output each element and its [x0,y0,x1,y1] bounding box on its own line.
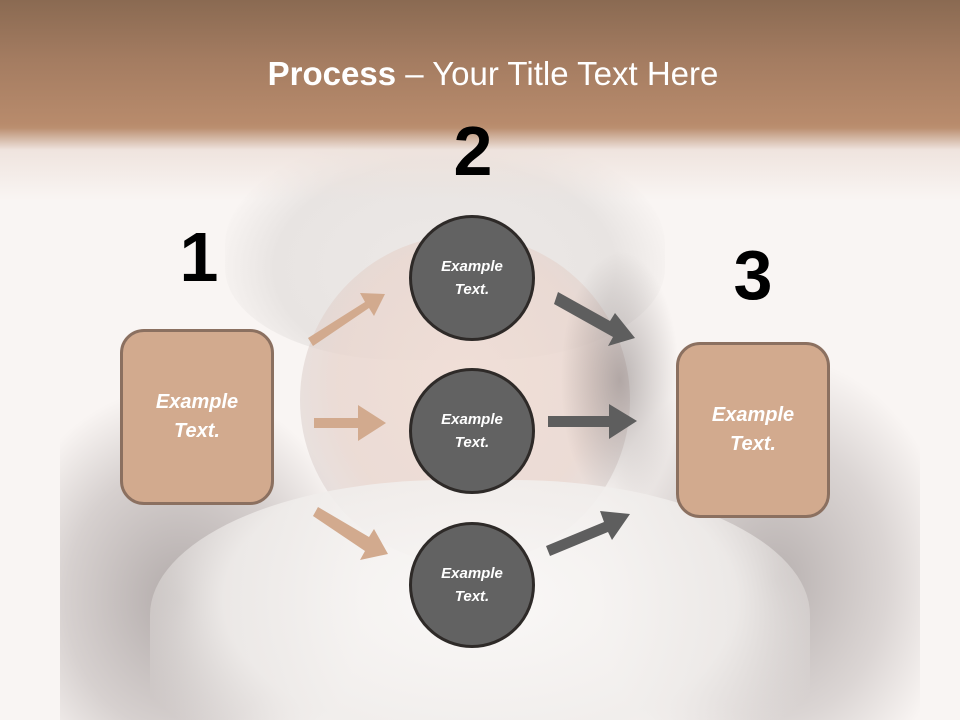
step-number-2: 2 [453,112,493,190]
step-3-box-line1: Example [711,404,795,426]
title-rest: – Your Title Text Here [396,55,719,92]
step-2-circle-bottom[interactable]: Example Text. [409,522,535,648]
circle-bottom-line1: Example [441,565,503,582]
circle-middle-line2: Text. [454,434,490,451]
step-1-box-line1: Example [155,391,239,413]
circle-middle-line1: Example [441,411,503,428]
circle-top-line2: Text. [454,281,490,298]
circle-bottom-line2: Text. [454,588,490,605]
circle-middle-text: Example Text. [441,408,503,454]
step-2-circle-top[interactable]: Example Text. [409,215,535,341]
step-number-3: 3 [733,236,773,314]
step-1-box[interactable]: Example Text. [120,329,274,505]
header-band [0,0,960,200]
step-1-box-text: Example Text. [156,388,238,446]
circle-bottom-text: Example Text. [441,562,503,608]
step-3-box-line2: Text. [730,433,776,455]
step-number-1: 1 [179,218,219,296]
step-1-box-line2: Text. [174,420,220,442]
title-bold: Process [267,55,397,92]
slide-title: Process – Your Title Text Here [0,52,960,96]
step-2-circle-middle[interactable]: Example Text. [409,368,535,494]
circle-top-text: Example Text. [441,255,503,301]
step-3-box-text: Example Text. [712,401,794,459]
step-3-box[interactable]: Example Text. [676,342,830,518]
circle-top-line1: Example [441,258,503,275]
background-face-hair [560,250,680,510]
